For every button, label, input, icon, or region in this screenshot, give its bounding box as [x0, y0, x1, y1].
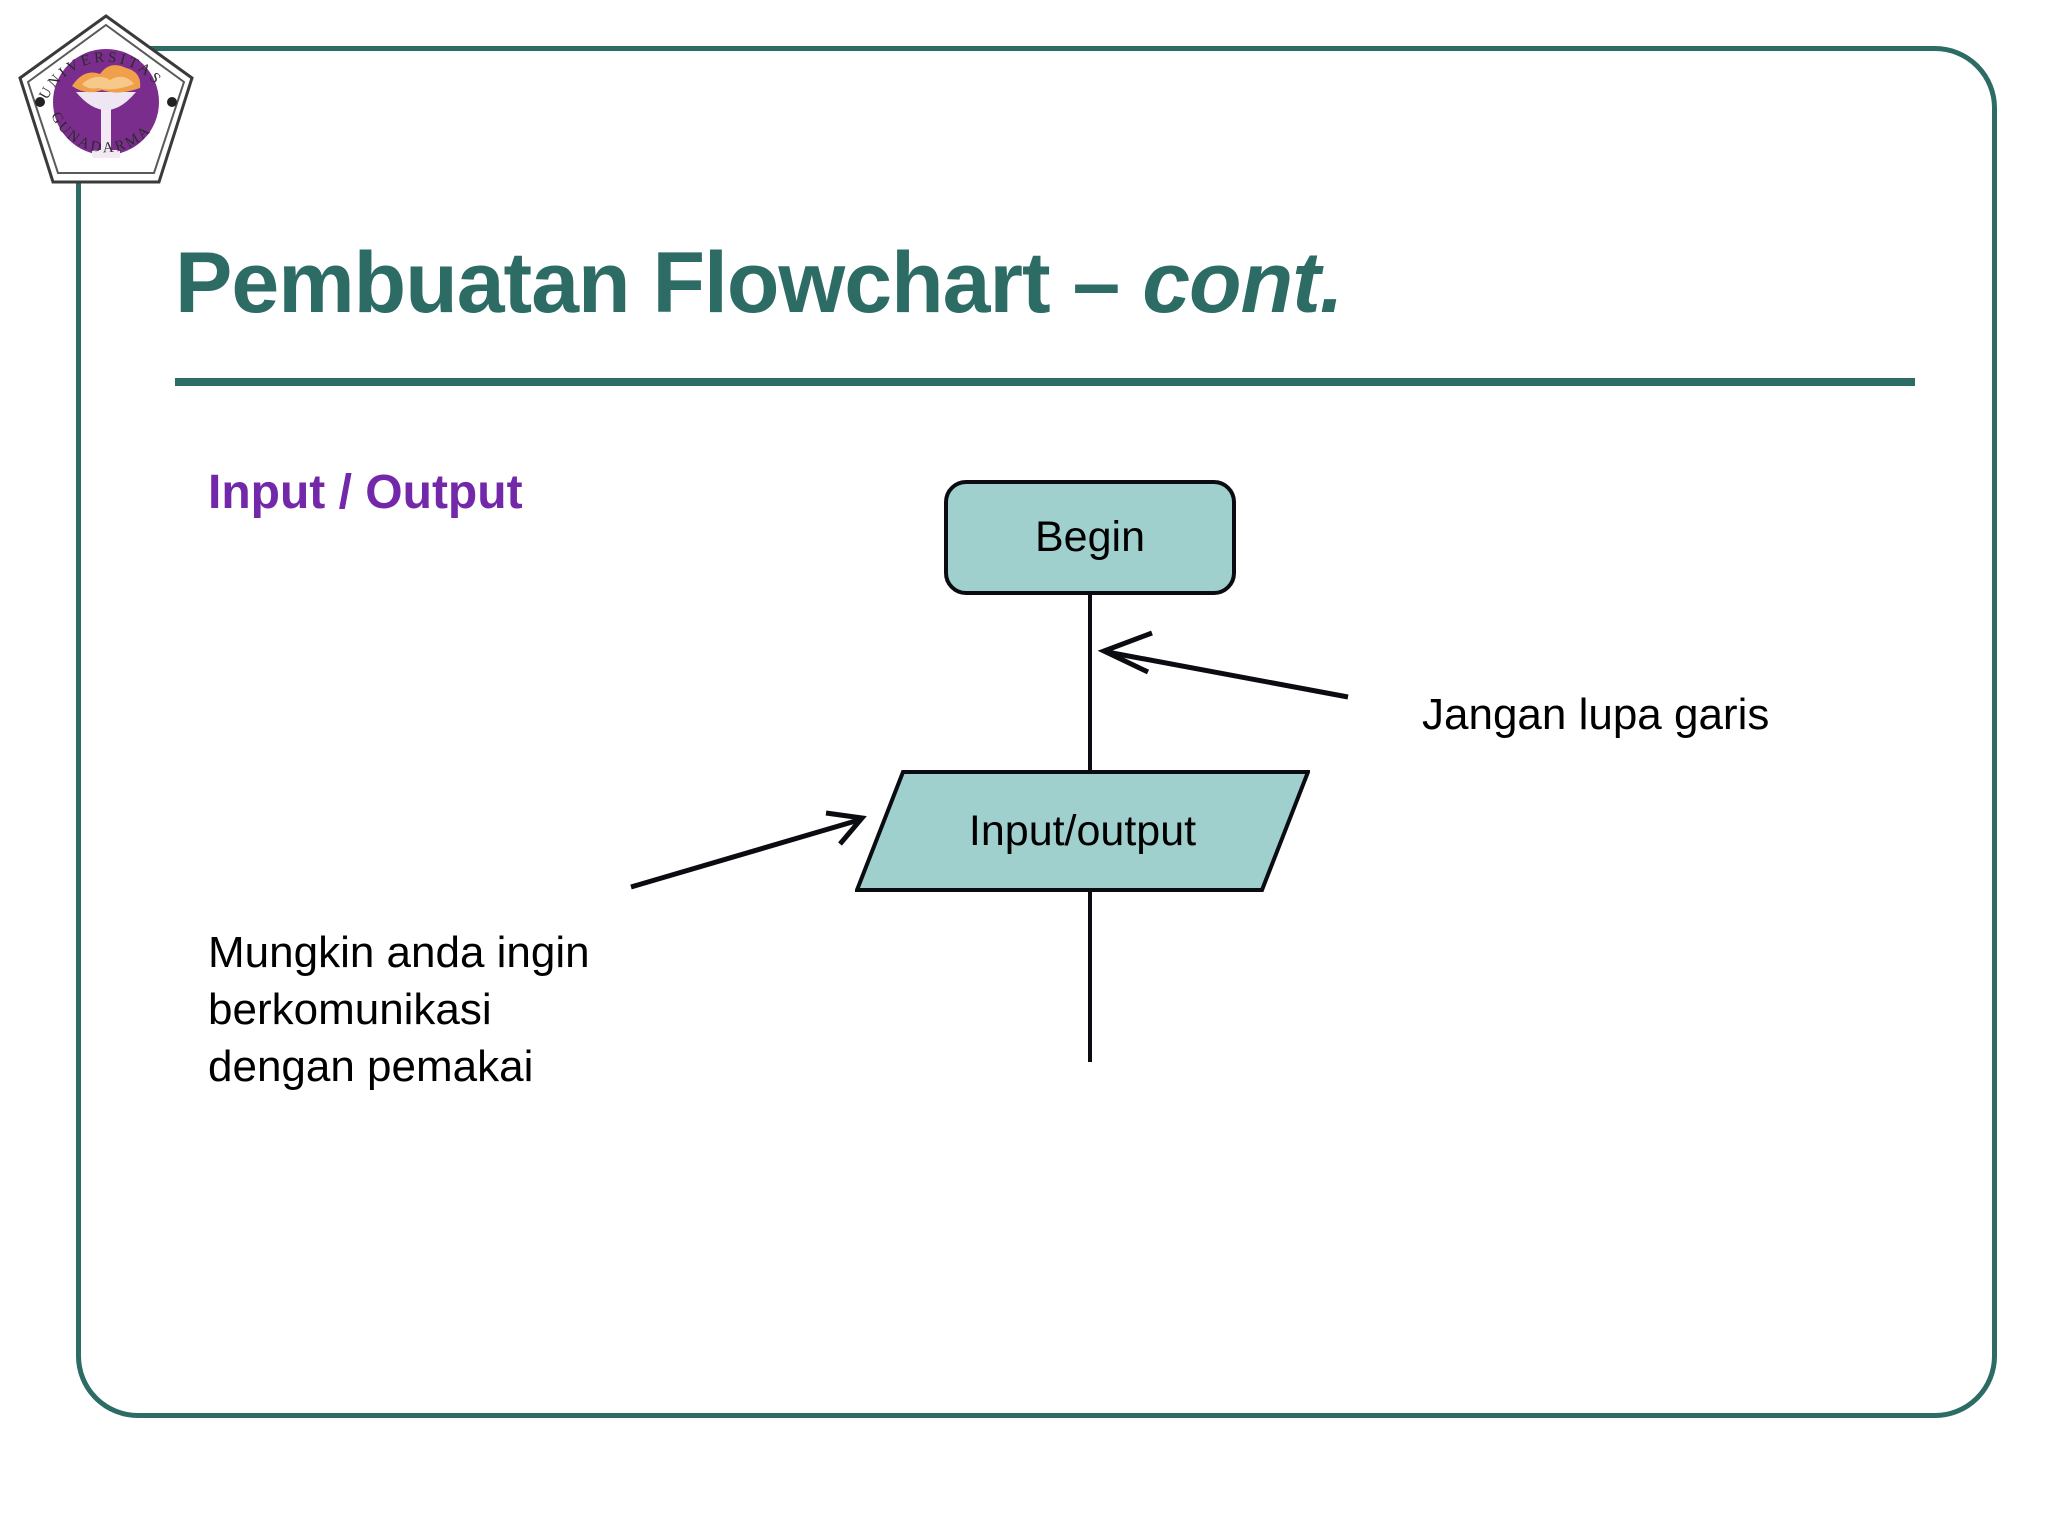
university-logo: UNIVERSITAS GUNADARMA [14, 10, 198, 192]
section-heading: Input / Output [208, 466, 523, 519]
annotation-text-left: Mungkin anda ingin berkomunikasi dengan … [208, 925, 590, 1095]
slide-border-frame [76, 46, 1997, 1418]
title-text: Pembuatan Flowchart – cont. [175, 240, 1875, 326]
annotation-left-line-1: Mungkin anda ingin [208, 928, 590, 977]
title-main: Pembuatan Flowchart – [175, 235, 1143, 331]
page-title: Pembuatan Flowchart – cont. [175, 240, 1875, 326]
flowchart-node-begin-label: Begin [1035, 513, 1145, 561]
title-cont: cont. [1142, 235, 1343, 331]
annotation-left-line-2: berkomunikasi [208, 984, 492, 1034]
flowchart-node-begin: Begin [944, 480, 1236, 595]
annotation-text-right: Jangan lupa garis [1422, 690, 1770, 739]
title-underline-rule [175, 378, 1915, 386]
annotation-left-line-3: dengan pemakai [208, 1041, 534, 1091]
flowchart-node-io [854, 770, 1311, 892]
